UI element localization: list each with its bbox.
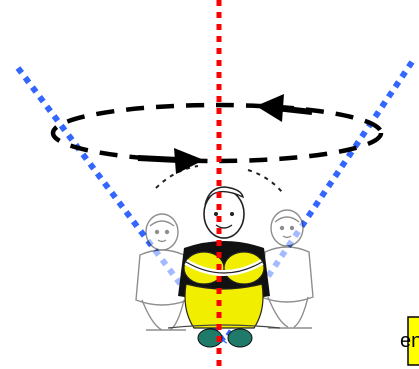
cone-line-left <box>15 66 227 344</box>
arrow-right-icon <box>137 148 204 174</box>
arrow-left-icon <box>256 94 313 122</box>
ghost-child-left <box>135 213 189 331</box>
child-shoe-left <box>197 328 223 348</box>
child-shoe-right <box>227 328 253 348</box>
ghost-child-right <box>260 209 314 329</box>
rotation-ellipse <box>50 102 384 164</box>
caption-text: entukan <box>400 330 419 352</box>
caption-box <box>407 316 419 366</box>
main-child <box>167 186 281 348</box>
caption-label-box: entukan <box>400 317 419 365</box>
child-legs <box>184 283 264 329</box>
motion-trail-right <box>247 169 283 193</box>
caption-row: entukan <box>0 317 419 365</box>
